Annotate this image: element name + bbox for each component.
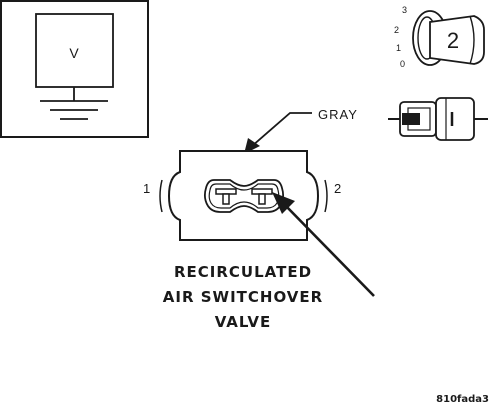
component-leader-line: [283, 203, 375, 297]
pin-number-left: 1: [143, 181, 150, 196]
color-leader-line: [251, 112, 312, 147]
panel-frame: [0, 0, 149, 138]
key-head: [429, 15, 485, 65]
voltmeter-panel: V: [0, 0, 149, 138]
component-label-line2: AIR SWITCHOVER: [163, 288, 323, 306]
component-label-line1: RECIRCULATED: [174, 263, 312, 281]
terminal-1: [215, 188, 237, 205]
key-selected-position: 2: [447, 28, 459, 53]
pin-number-right: 2: [334, 181, 341, 196]
component-label: RECIRCULATED AIR SWITCHOVER VALVE: [163, 263, 323, 331]
figure-id: 810fada3: [436, 394, 489, 405]
connector-cavity: [203, 179, 285, 213]
key-scale-label: 3: [402, 5, 407, 15]
key-scale-label: 0: [400, 59, 405, 69]
connector-face: 1 2: [143, 150, 341, 241]
connector-side-icon: [388, 97, 488, 141]
connector-body: [167, 150, 320, 241]
voltmeter-symbol: V: [69, 45, 79, 61]
connector-color-label: GRAY: [318, 107, 358, 122]
ground-icon: [40, 100, 108, 120]
component-leader-arrowhead: [272, 192, 295, 214]
terminal-2: [251, 188, 273, 205]
key-scale-label: 2: [394, 25, 399, 35]
ignition-key-icon: 3 2 1 0 2: [394, 5, 485, 69]
key-scale-label: 1: [396, 43, 401, 53]
component-label-line3: VALVE: [215, 313, 272, 331]
